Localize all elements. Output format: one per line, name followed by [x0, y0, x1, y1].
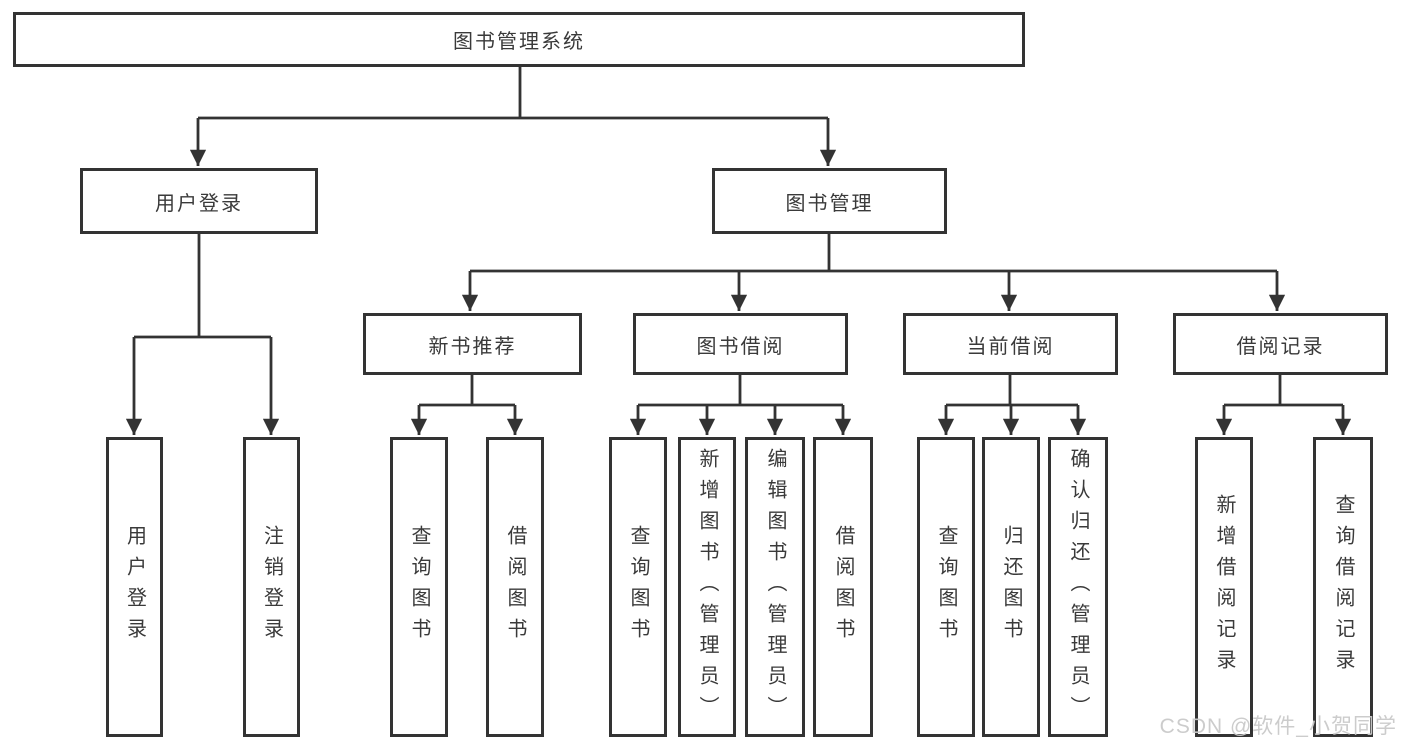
leaf-borrow-book-1-label: 借阅图书 [504, 525, 526, 649]
connector-newbook-to-leaves [410, 375, 524, 435]
leaf-add-book-admin: 新增图书（管理员） [678, 437, 736, 737]
node-current-borrow: 当前借阅 [903, 313, 1118, 375]
node-new-book-recommend-label: 新书推荐 [428, 335, 517, 358]
leaf-add-borrow-record: 新增借阅记录 [1195, 437, 1253, 737]
node-user-login: 用户登录 [80, 168, 318, 234]
csdn-watermark: CSDN @软件_小贺同学 [1159, 715, 1397, 738]
node-borrow-records: 借阅记录 [1173, 313, 1388, 375]
leaf-borrow-book-2: 借阅图书 [813, 437, 873, 737]
leaf-query-book-1-label: 查询图书 [408, 525, 430, 649]
leaf-query-borrow-record-label: 查询借阅记录 [1332, 494, 1354, 680]
leaf-query-book-3: 查询图书 [917, 437, 975, 737]
node-book-management-label: 图书管理 [785, 192, 874, 215]
leaf-confirm-return-admin: 确认归还（管理员） [1048, 437, 1108, 737]
leaf-borrow-book-2-label: 借阅图书 [832, 525, 854, 649]
leaf-borrow-book-1: 借阅图书 [486, 437, 544, 737]
node-root-label: 图书管理系统 [453, 31, 585, 53]
connector-current-to-leaves [937, 375, 1087, 435]
node-current-borrow-label: 当前借阅 [966, 335, 1055, 358]
leaf-query-book-2-label: 查询图书 [627, 525, 649, 649]
connector-root-to-level2 [189, 67, 837, 166]
node-book-borrow: 图书借阅 [633, 313, 848, 375]
leaf-user-login: 用户登录 [106, 437, 163, 737]
leaf-add-book-admin-label: 新增图书（管理员） [696, 447, 718, 727]
node-book-management: 图书管理 [712, 168, 947, 234]
leaf-user-login-label: 用户登录 [123, 525, 146, 649]
connector-borrow-to-leaves [629, 375, 852, 435]
leaf-add-borrow-record-label: 新增借阅记录 [1213, 494, 1235, 680]
leaf-query-book-2: 查询图书 [609, 437, 667, 737]
leaf-edit-book-admin: 编辑图书（管理员） [745, 437, 805, 737]
node-new-book-recommend: 新书推荐 [363, 313, 582, 375]
node-user-login-label: 用户登录 [155, 192, 243, 215]
leaf-logout-label: 注销登录 [260, 525, 283, 649]
leaf-query-book-3-label: 查询图书 [935, 525, 957, 649]
node-root: 图书管理系统 [13, 12, 1025, 67]
connector-records-to-leaves [1215, 375, 1352, 435]
leaf-logout: 注销登录 [243, 437, 300, 737]
node-book-borrow-label: 图书借阅 [696, 335, 785, 358]
leaf-confirm-return-admin-label: 确认归还（管理员） [1067, 447, 1089, 727]
leaf-return-book: 归还图书 [982, 437, 1040, 737]
node-borrow-records-label: 借阅记录 [1236, 335, 1325, 358]
leaf-edit-book-admin-label: 编辑图书（管理员） [764, 447, 786, 727]
connector-userlogin-to-leaves [125, 234, 280, 435]
leaf-return-book-label: 归还图书 [1000, 525, 1022, 649]
leaf-query-book-1: 查询图书 [390, 437, 448, 737]
leaf-query-borrow-record: 查询借阅记录 [1313, 437, 1373, 737]
connector-bookmgmt-to-level3 [461, 234, 1286, 311]
